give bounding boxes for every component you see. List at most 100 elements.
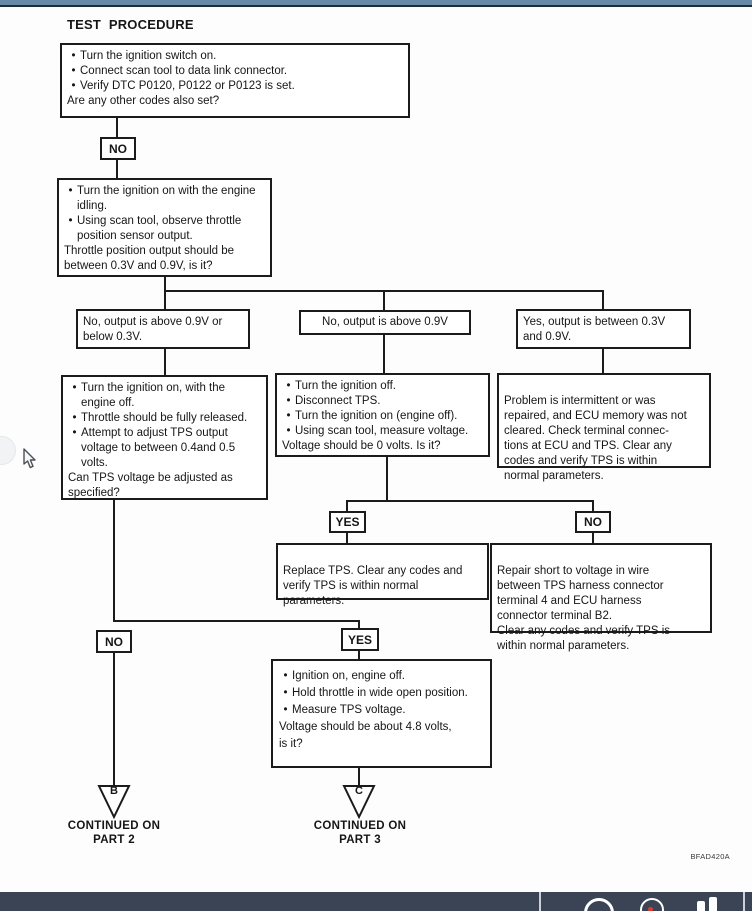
flow-line xyxy=(383,290,385,311)
top-bar xyxy=(0,0,752,5)
caption-line: CONTINUED ON xyxy=(313,820,407,832)
step-text: Turn the ignition on, with the engine of… xyxy=(81,382,226,409)
question-text: Throttle position output should be betwe… xyxy=(64,245,235,272)
columns-icon[interactable] xyxy=(709,897,717,911)
result-text: Repair short to voltage in wire between … xyxy=(497,565,671,652)
flow-line xyxy=(113,500,115,622)
result-text: Replace TPS. Clear any codes and verify … xyxy=(283,565,463,607)
flow-line xyxy=(346,500,594,502)
flow-line xyxy=(113,653,115,785)
label-text: NO xyxy=(109,141,127,156)
flow-box-adjust-check: • Turn the ignition on, with the engine o… xyxy=(61,375,268,500)
caption-line: PART 3 xyxy=(339,834,381,846)
question-text: Are any other codes also set? xyxy=(67,95,220,107)
label-text: YES xyxy=(335,515,360,529)
triangle-down-icon xyxy=(342,785,376,820)
flow-label-yes-2: YES xyxy=(341,628,379,651)
history-icon[interactable] xyxy=(640,898,664,911)
bullet-icon: • xyxy=(72,427,77,439)
flow-label-yes-1: YES xyxy=(329,511,366,533)
flow-line xyxy=(358,651,360,659)
flow-line xyxy=(116,118,118,137)
step-text: Attempt to adjust TPS output voltage to … xyxy=(81,427,236,469)
step-text: Measure TPS voltage. xyxy=(292,704,406,716)
columns-icon[interactable] xyxy=(697,901,705,911)
bullet-icon: • xyxy=(283,687,288,699)
caption-line: PART 2 xyxy=(93,834,135,846)
label-text: NO xyxy=(105,634,123,649)
flow-line xyxy=(386,457,388,502)
step-text: Using scan tool, measure voltage. xyxy=(295,425,469,437)
offpage-connector-b: B xyxy=(96,783,132,821)
edge-handle-button[interactable] xyxy=(0,436,16,465)
condition-text: No, output is above 0.9V or below 0.3V. xyxy=(83,316,223,343)
question-text: Voltage should be about 4.8 volts, is it… xyxy=(279,721,452,750)
step-text: Connect scan tool to data link connector… xyxy=(80,65,288,77)
bullet-icon: • xyxy=(71,50,76,62)
result-text: Problem is intermittent or was repaired,… xyxy=(504,395,687,482)
bullet-icon: • xyxy=(72,382,77,394)
flow-box-start: • Turn the ignition switch on. • Connect s… xyxy=(60,43,410,118)
flow-line xyxy=(113,620,360,622)
flow-box-branch-high: No, output is above 0.9V xyxy=(299,310,471,335)
connector-letter: B xyxy=(110,785,118,797)
step-text: Turn the ignition off. xyxy=(295,380,397,392)
flow-box-replace: Replace TPS. Clear any codes and verify … xyxy=(276,543,489,607)
step-text: Turn the ignition switch on. xyxy=(80,50,217,62)
bullet-icon: • xyxy=(71,80,76,92)
figure-code: BFAD420A xyxy=(690,852,730,861)
step-text: Verify DTC P0120, P0122 or P0123 is set. xyxy=(80,80,295,92)
toolbar-divider xyxy=(743,892,745,911)
connector-letter: C xyxy=(355,785,363,797)
question-text: Can TPS voltage be adjusted as specified… xyxy=(68,472,233,499)
flow-box-branch-ok: Yes, output is between 0.3V and 0.9V. xyxy=(516,309,691,349)
page-title: TEST PROCEDURE xyxy=(67,17,194,32)
flow-line xyxy=(383,335,385,373)
continued-caption-part3: CONTINUED ON PART 3 xyxy=(290,819,430,847)
bullet-icon: • xyxy=(286,395,291,407)
continued-caption-part2: CONTINUED ON PART 2 xyxy=(44,819,184,847)
step-text: Ignition on, engine off. xyxy=(292,670,405,682)
label-text: YES xyxy=(347,632,372,647)
caption-line: CONTINUED ON xyxy=(67,820,161,832)
flow-line xyxy=(164,277,166,310)
bullet-icon: • xyxy=(72,412,77,424)
label-text: NO xyxy=(584,515,602,529)
offpage-connector-c: C xyxy=(341,783,377,821)
bullet-icon: • xyxy=(283,670,288,682)
bullet-icon: • xyxy=(283,704,288,716)
flow-box-wot-check: • Ignition on, engine off. • Hold throttle… xyxy=(271,659,492,768)
step-text: Turn the ignition on with the engine idl… xyxy=(77,185,256,212)
bullet-icon: • xyxy=(68,215,73,227)
step-text: Hold throttle in wide open position. xyxy=(292,687,468,699)
mouse-cursor-icon xyxy=(22,448,38,475)
history-icon-accent xyxy=(648,907,653,911)
step-text: Throttle should be fully released. xyxy=(81,412,248,424)
condition-text: Yes, output is between 0.3V and 0.9V. xyxy=(523,316,666,343)
flow-line xyxy=(592,533,594,543)
flow-line xyxy=(346,533,348,543)
flow-box-intermittent: Problem is intermittent or was repaired,… xyxy=(497,373,711,482)
bullet-icon: • xyxy=(286,410,291,422)
flow-box-idle-check: • Turn the ignition on with the engine id… xyxy=(57,178,272,277)
step-text: Using scan tool, observe throttle positi… xyxy=(77,215,242,242)
bottom-toolbar xyxy=(0,892,752,911)
bullet-icon: • xyxy=(286,425,291,437)
condition-text: No, output is above 0.9V xyxy=(322,316,448,328)
flow-box-repair: Repair short to voltage in wire between … xyxy=(490,543,712,652)
flow-line xyxy=(116,160,118,178)
bullet-icon: • xyxy=(68,185,73,197)
flow-label-no-1: NO xyxy=(100,137,136,160)
top-bar-shadow xyxy=(0,5,752,7)
question-text: Voltage should be 0 volts. Is it? xyxy=(282,440,441,452)
flow-line xyxy=(346,500,348,512)
flow-box-disconnect-check: •Turn the ignition off. •Disconnect TPS.… xyxy=(275,373,490,457)
flow-label-no-2: NO xyxy=(575,511,611,533)
flow-line xyxy=(358,620,360,629)
flow-label-no-3: NO xyxy=(96,630,132,653)
triangle-down-icon xyxy=(97,785,131,820)
flow-line xyxy=(602,349,604,373)
flow-line xyxy=(164,349,166,375)
toolbar-divider xyxy=(539,892,541,911)
